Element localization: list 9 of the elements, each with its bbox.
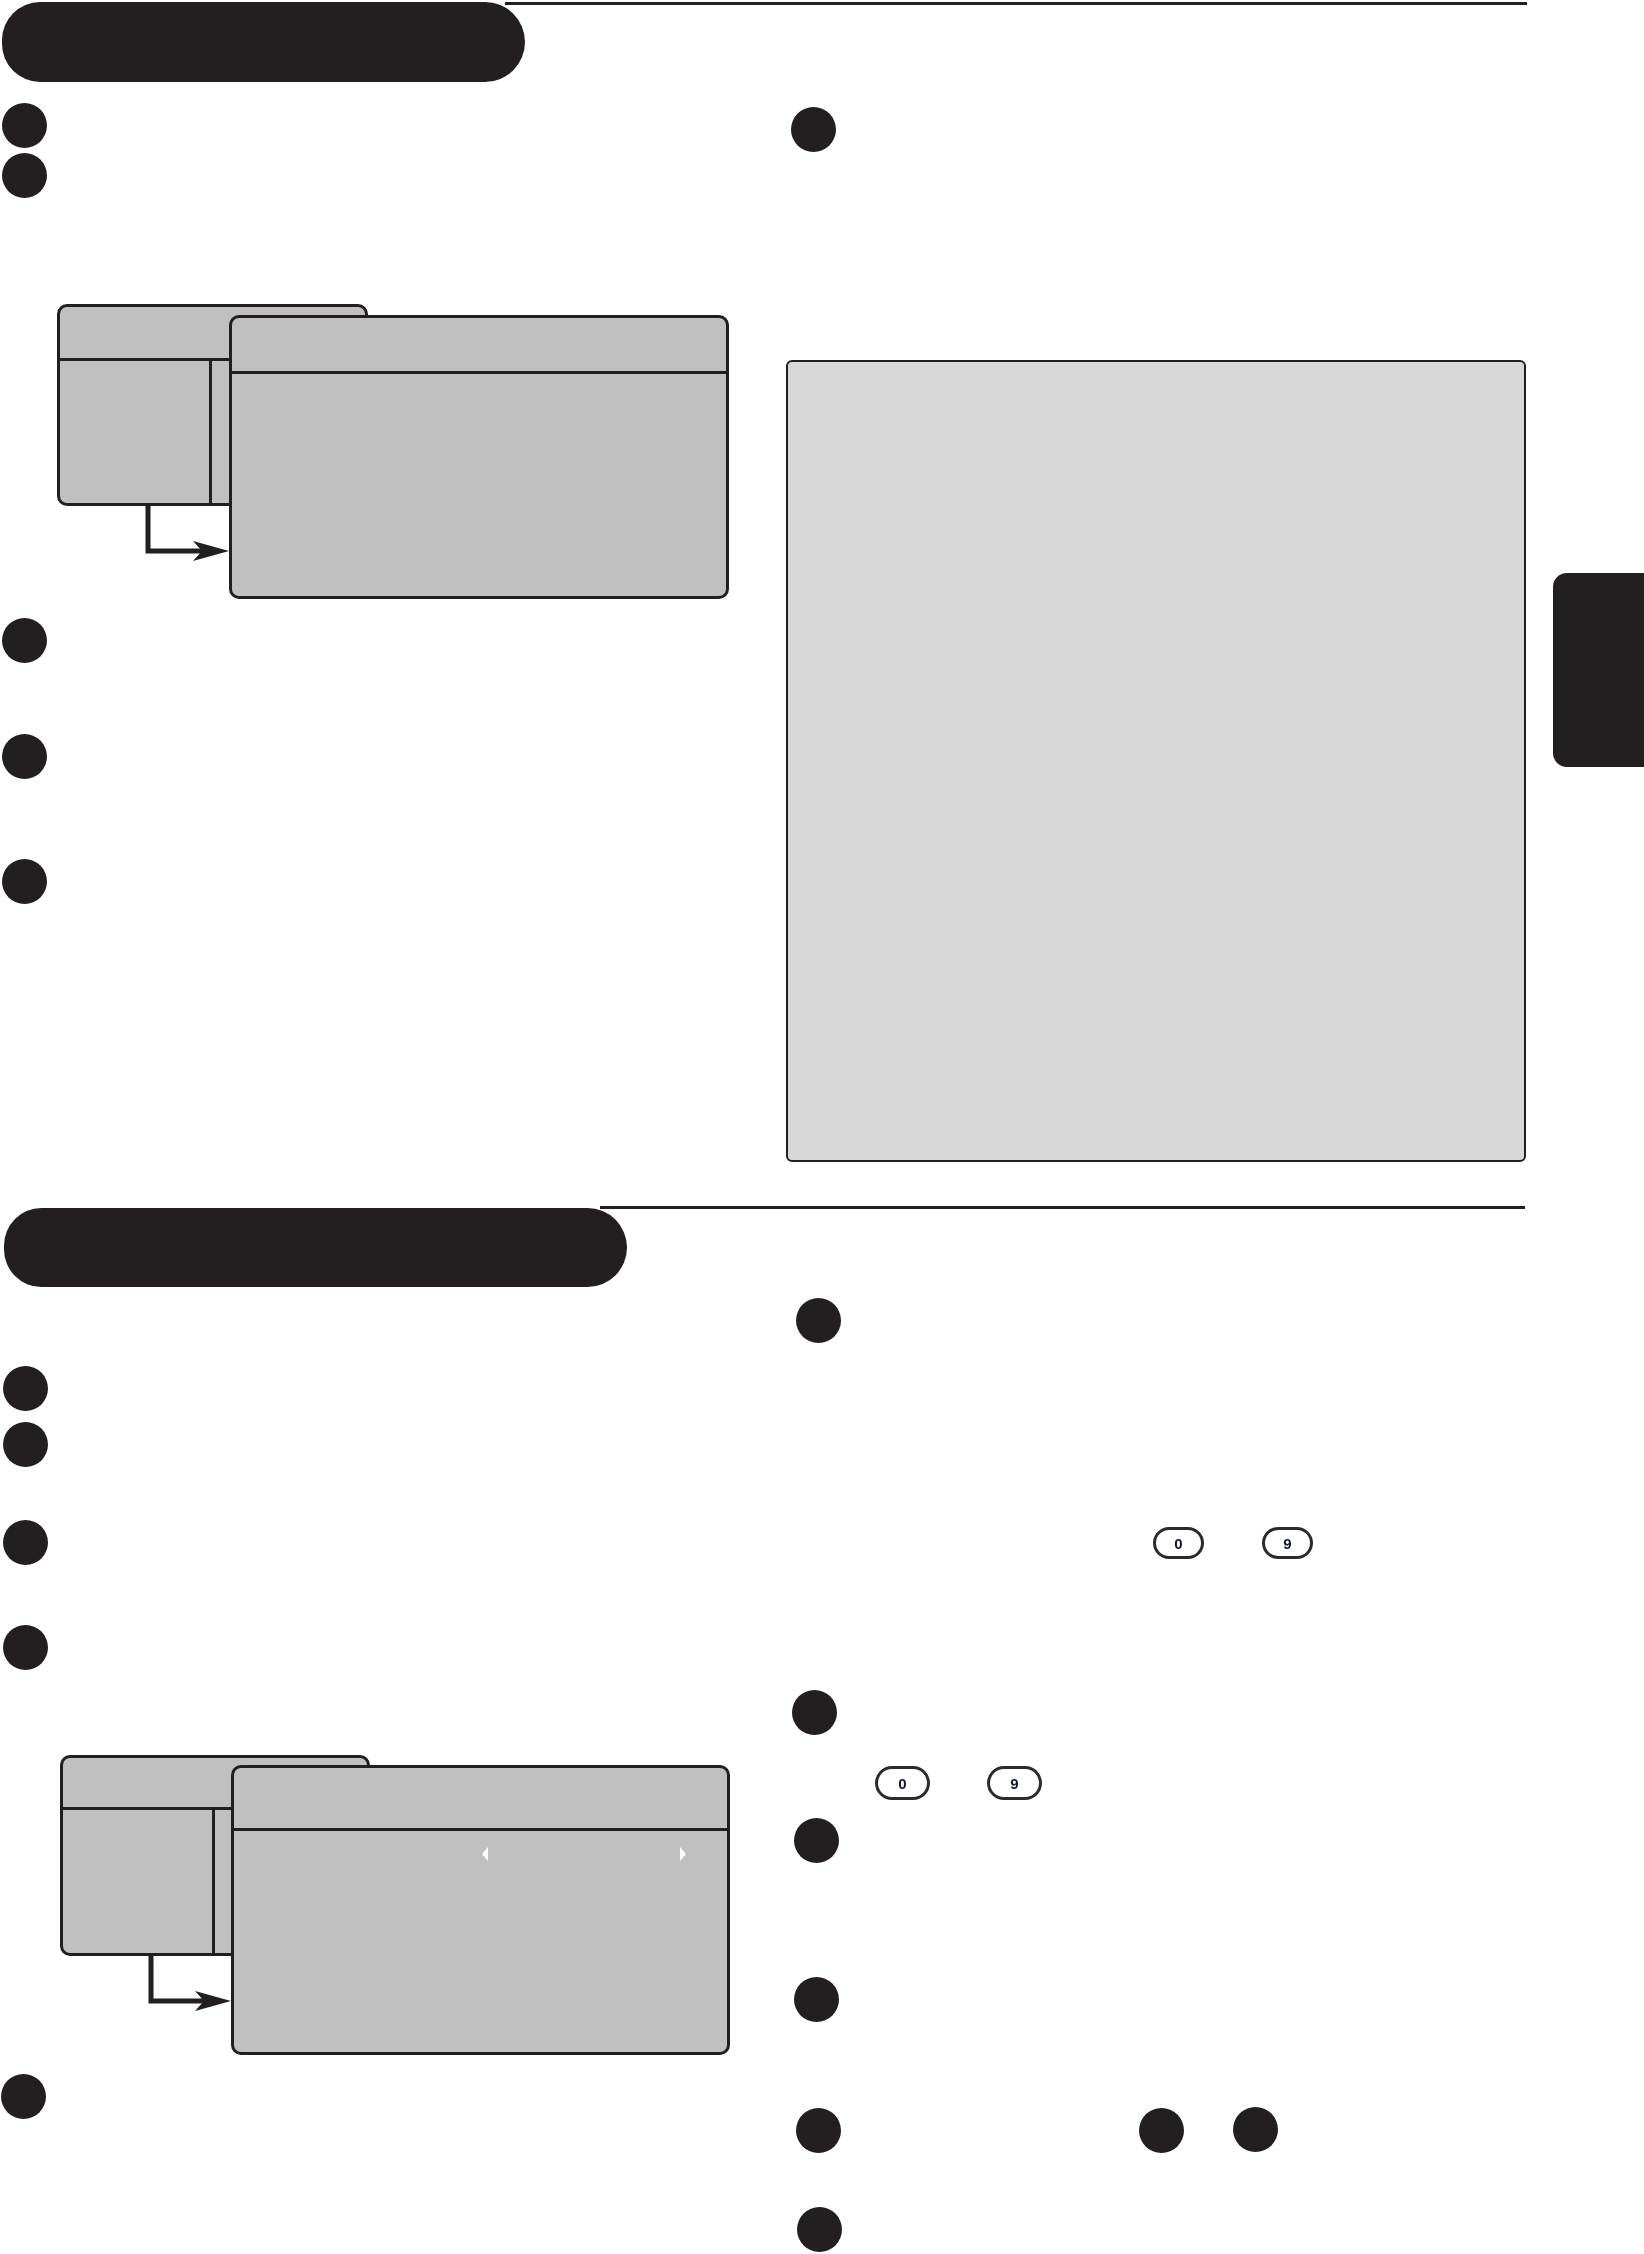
number-key: 0 (875, 1766, 930, 1800)
submenu-window (229, 315, 729, 599)
side-tab (1553, 573, 1644, 767)
number-key: 9 (987, 1766, 1042, 1800)
number-key: 0 (1153, 1527, 1204, 1559)
submenu-window (231, 1765, 730, 2055)
arrow (148, 1956, 231, 2011)
arrow (145, 506, 229, 561)
number-key: 9 (1262, 1527, 1313, 1559)
